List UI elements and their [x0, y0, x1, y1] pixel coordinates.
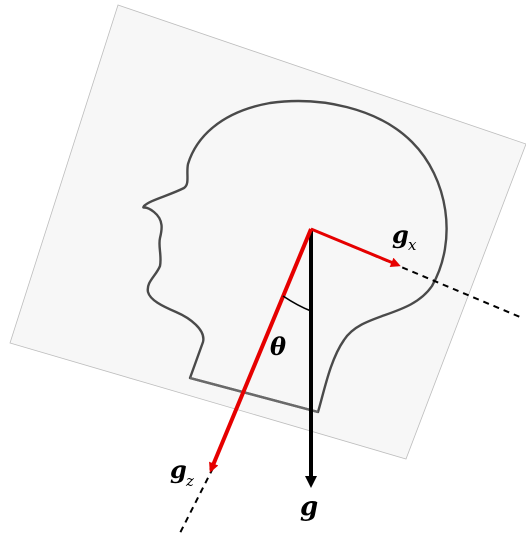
gx-label: g — [392, 220, 409, 249]
gx-subscript: x — [408, 236, 417, 254]
g-label: g — [300, 492, 318, 522]
tilted-plane — [10, 5, 526, 459]
theta-label: θ — [270, 332, 286, 361]
gz-label: g — [170, 455, 187, 484]
gz-subscript: z — [185, 472, 194, 490]
